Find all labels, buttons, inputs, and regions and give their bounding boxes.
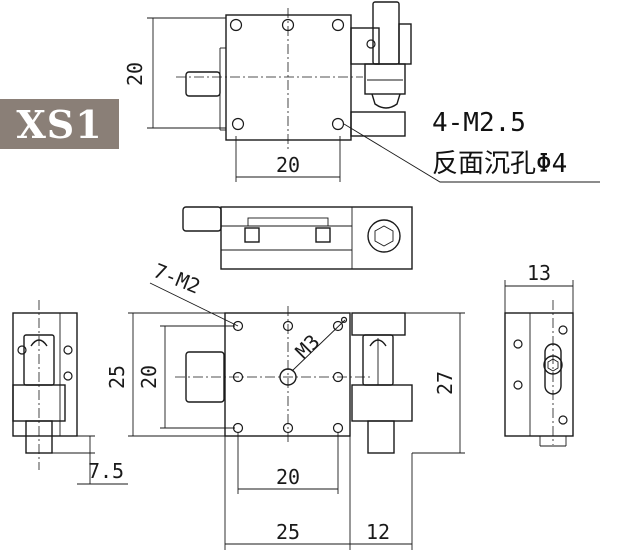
left-view-body	[12, 312, 78, 437]
top-view-stage-body	[225, 14, 352, 141]
front-view-micrometer-thimble	[351, 384, 413, 422]
model-badge-text: XS1	[16, 101, 103, 147]
top-view-hole	[231, 117, 245, 131]
hex-socket-icon	[374, 225, 394, 247]
right-view-body	[504, 312, 574, 437]
hex-socket-icon	[547, 358, 559, 372]
top-view-hole	[229, 18, 243, 32]
right-view-lock-knob	[543, 355, 563, 375]
center-thread-label: M3	[291, 330, 325, 364]
model-badge: XS1	[0, 99, 119, 149]
left-view-height-label: 7.5	[88, 459, 124, 483]
side-view-screw	[244, 227, 260, 243]
callout-counterbore-spec: 反面沉孔Φ4	[432, 149, 567, 179]
side-view-screw	[315, 227, 331, 243]
left-view-micrometer-end	[25, 420, 53, 454]
side-view-lock-knob	[367, 219, 401, 253]
front-view-micrometer-end	[367, 420, 395, 454]
side-view	[182, 206, 413, 270]
callout-thread-spec: 4-M2.5	[432, 108, 526, 138]
callout-leader-line	[343, 123, 600, 183]
center-thread-leader-line	[291, 319, 346, 372]
inner-height-label: 20	[137, 365, 161, 389]
overall-height-label: 27	[433, 371, 457, 395]
side-view-knob	[182, 206, 222, 232]
side-view-body	[220, 206, 413, 270]
front-view-micrometer-bracket	[351, 312, 406, 336]
right-view: 13	[504, 261, 574, 447]
side-view-slot	[247, 217, 329, 227]
micrometer-width-label: 12	[366, 520, 390, 544]
top-view-hole	[331, 117, 345, 131]
outer-height-label: 25	[105, 365, 129, 389]
top-view-hole	[281, 18, 295, 32]
top-view-micrometer-lock	[398, 23, 412, 65]
inner-width-label: 20	[276, 465, 300, 489]
center-thread-hole	[279, 368, 297, 386]
top-view-width-label: 20	[276, 153, 300, 177]
front-view-stage-body	[224, 312, 351, 437]
top-view-micrometer-base	[350, 111, 406, 137]
threads-label: 7-M2	[150, 258, 204, 298]
top-view-hole	[331, 18, 345, 32]
top-view: 20 20	[123, 1, 600, 183]
front-view: 7-M2 M3 ° 25 20 27 20 25 12	[105, 258, 465, 550]
degree-symbol: °	[338, 313, 350, 337]
right-view-width-label: 13	[527, 261, 551, 285]
left-view: 7.5	[12, 300, 128, 485]
top-view-left-knob	[185, 71, 221, 97]
top-view-micrometer-sleeve	[364, 63, 406, 95]
outer-width-label: 25	[276, 520, 300, 544]
top-view-height-label: 20	[123, 62, 147, 86]
threads-leader-line	[149, 282, 239, 327]
top-view-micrometer-barrel	[372, 1, 400, 65]
